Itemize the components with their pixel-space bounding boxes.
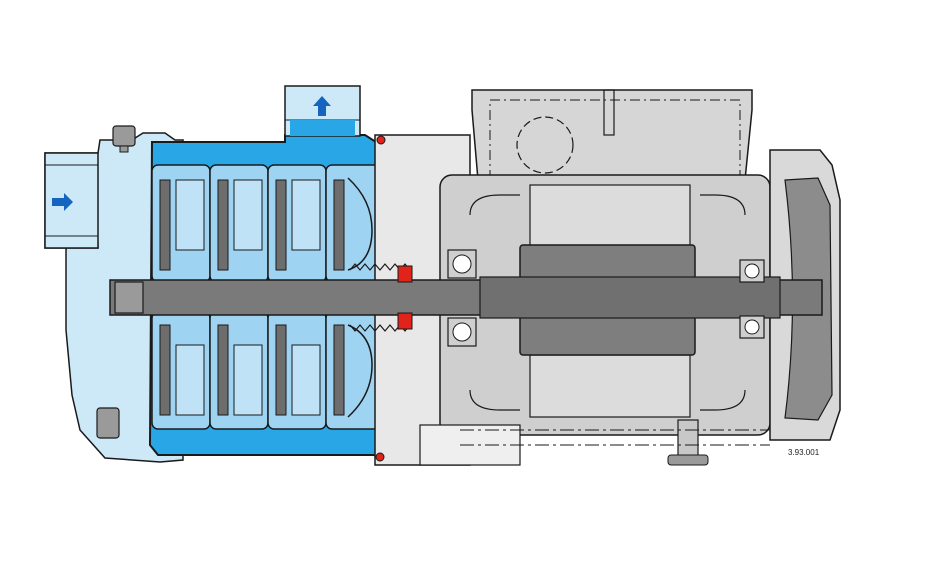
stator-core-bottom: [529, 354, 691, 418]
seal-ring-top: [397, 265, 413, 283]
impeller-stage-1-bottom: [151, 311, 211, 430]
impeller-stage-2-bottom: [209, 311, 269, 430]
stator-core-top: [529, 184, 691, 248]
motor-housing: [374, 89, 841, 466]
cable-gland: [516, 116, 574, 174]
pump-shaft: [109, 276, 823, 319]
o-ring-bottom: [375, 452, 385, 462]
casing-bolt-top: [112, 125, 136, 147]
impeller-stage-1-top: [151, 164, 211, 283]
mechanical-seal: [349, 135, 413, 462]
bearings: [447, 249, 765, 347]
seal-ring-bottom: [397, 312, 413, 330]
impeller-stage-3-bottom: [267, 311, 327, 430]
outlet-arrow-icon: [313, 96, 331, 116]
impeller-stages: [151, 164, 383, 430]
impeller-stage-2-top: [209, 164, 269, 283]
o-ring-top: [376, 135, 386, 145]
casing-bolt-bottom: [96, 407, 120, 439]
reference-code: 3.93.001: [788, 448, 820, 457]
inlet-arrow-icon: [52, 193, 73, 211]
impeller-nut: [114, 281, 144, 314]
impeller-stage-3-top: [267, 164, 327, 283]
